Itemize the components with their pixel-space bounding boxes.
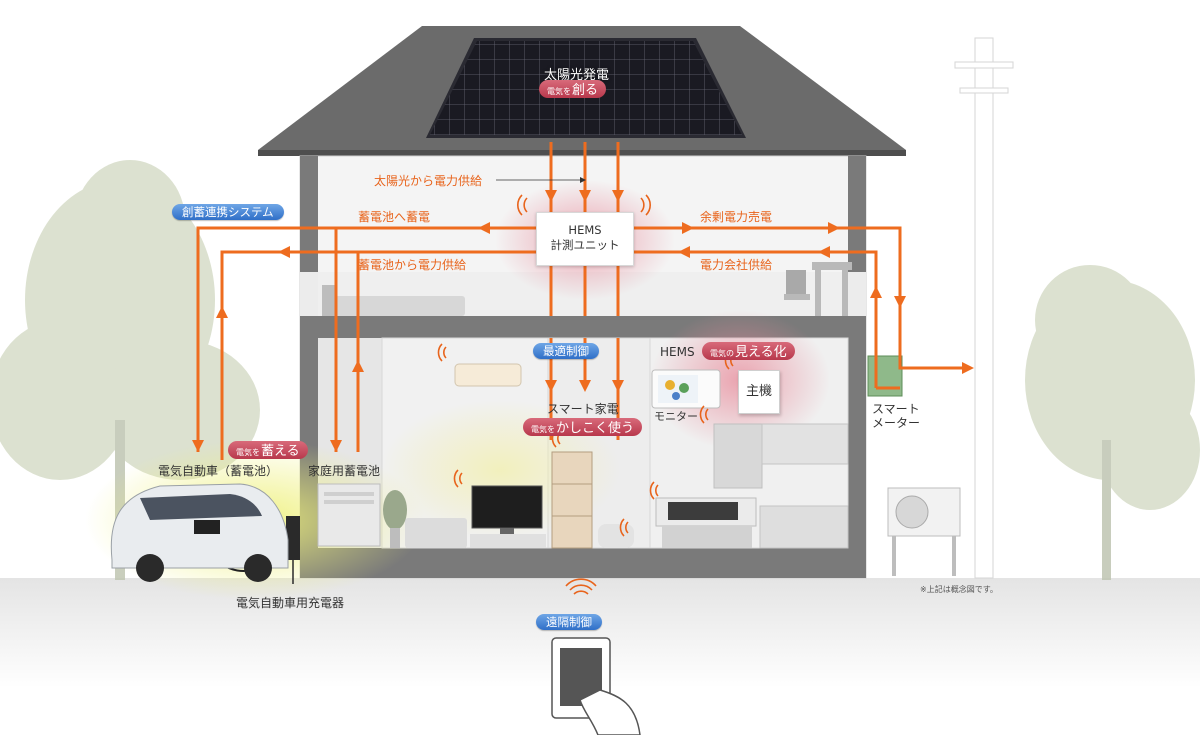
bed [322,285,465,316]
kitchen [655,423,849,549]
flow-arrowheads [192,190,974,452]
label-monitor: モニター [654,410,698,423]
hems-visual-big: 見える化 [735,345,787,360]
hems-unit-line1: HEMS [568,223,602,237]
hems-monitor-device [651,369,721,409]
smart-meter-device [867,355,903,397]
electric-car [110,483,289,582]
label-to-battery: 蓄電池へ蓄電 [358,210,431,224]
label-solar-supply: 太陽光から電力供給 [374,174,483,188]
label-surplus-sale: 余剰電力売電 [700,210,773,224]
smart-tag-big: かしこく使う [556,421,635,436]
badge-optimal-control: 最適制御 [533,343,599,359]
store-tag-big: 蓄える [261,444,300,459]
label-home-battery: 家庭用蓄電池 [308,464,381,478]
badge-link-system: 創蓄連携システム [172,204,284,220]
label-smart-appliances: スマート家電 [547,402,619,416]
solar-tag-big: 創る [572,83,599,98]
solar-create-tag: 電気を創る [539,80,607,98]
hems-main-unit: 主機 [738,370,780,414]
left-tree [0,160,260,580]
hems-visual-small: 電気の [710,349,734,358]
label-ev-charger: 電気自動車用充電器 [236,596,345,610]
solar-tag-small: 電気を [547,87,571,96]
concept-note: ※上記は概念図です。 [920,585,998,594]
air-conditioner [454,363,522,387]
smartphone [551,637,641,735]
desk-chair [784,262,852,316]
smart-refrigerator [551,451,634,549]
home-battery-unit [317,483,381,547]
outdoor-unit [887,487,961,576]
label-from-battery: 蓄電池から電力供給 [358,258,467,272]
label-ev: 電気自動車（蓄電池） [158,464,279,478]
smart-tag-small: 電気を [531,425,555,434]
television [470,485,546,548]
hems-measurement-unit: HEMS 計測ユニット [536,212,634,266]
label-smart-meter-1: スマート [872,402,920,416]
hems-visual-prefix: HEMS [660,345,695,359]
smart-use-tag: 電気をかしこく使う [523,418,643,436]
plant [383,490,407,548]
utility-pole [954,37,1014,579]
badge-remote-control: 遠隔制御 [536,614,602,630]
label-grid-supply: 電力会社供給 [700,258,773,272]
label-smart-meter-2: メーター [872,416,921,430]
solar-title: 太陽光発電 [544,68,610,83]
store-tag: 電気を蓄える [228,441,308,459]
right-tree [1025,265,1200,580]
hems-visual-tag: 電気の見える化 [702,342,795,360]
store-tag-small: 電気を [236,448,260,457]
hems-unit-line2: 計測ユニット [550,238,620,252]
right-wall [848,156,866,578]
sofa [405,518,467,548]
